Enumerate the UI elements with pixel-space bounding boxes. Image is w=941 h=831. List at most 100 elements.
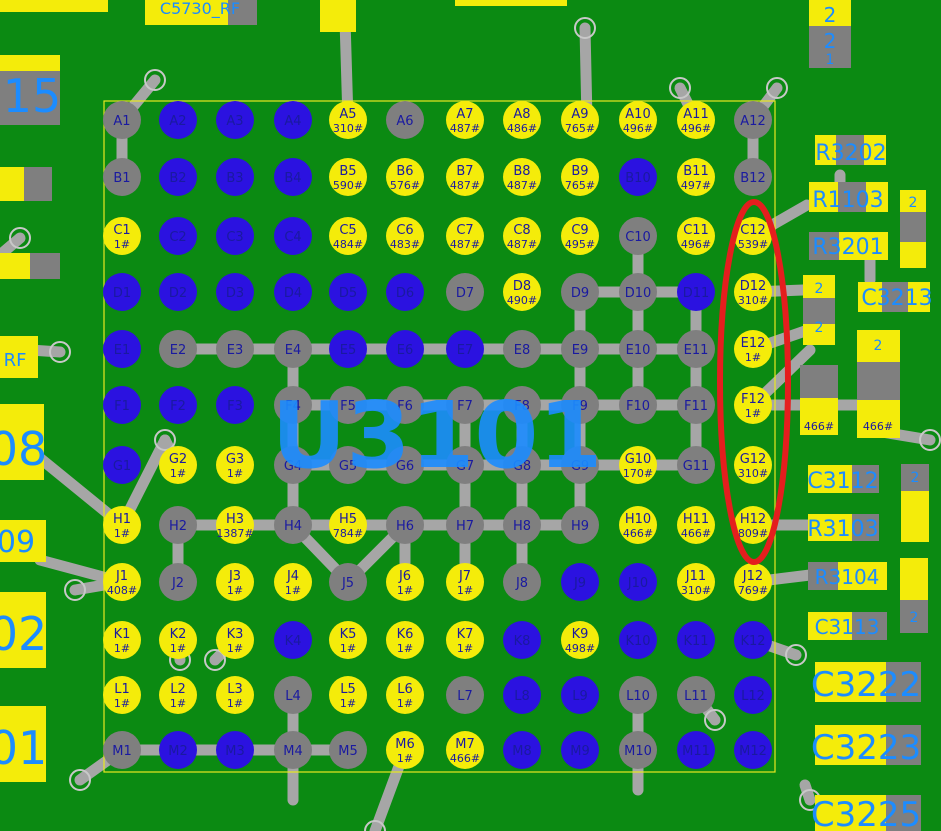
- pad-net-value: 1#: [745, 407, 761, 420]
- bga-pad-l4: [274, 676, 312, 714]
- pad-label: E3: [227, 343, 244, 358]
- pad-label: D11: [683, 286, 710, 301]
- pad-net-value: 1#: [745, 351, 761, 364]
- bga-pad-h3: [216, 506, 254, 544]
- pad-label: F12: [741, 392, 765, 407]
- pad-label: L5: [340, 682, 356, 697]
- pad-label: C5: [339, 223, 356, 238]
- pad-label: E2: [170, 343, 187, 358]
- component-label: 2: [824, 29, 837, 53]
- component-designator: C3113: [815, 615, 880, 639]
- pad-label: M2: [168, 744, 188, 759]
- pad-label: G1: [113, 459, 131, 474]
- bga-pad-g3: [216, 446, 254, 484]
- pad-label: H3: [226, 512, 244, 527]
- bga-pad-l9: [561, 676, 599, 714]
- bga-pad-l5: [329, 676, 367, 714]
- pad-label: E6: [397, 343, 414, 358]
- via-ring: [785, 644, 807, 666]
- bga-pad-c5: [329, 217, 367, 255]
- pad-label: A11: [683, 107, 708, 122]
- pad-net-value: 590#: [333, 179, 363, 192]
- pad-label: K7: [457, 627, 474, 642]
- left-label: 02: [0, 607, 47, 661]
- pad-net-value: 408#: [107, 584, 137, 597]
- pad-label: H8: [513, 519, 531, 534]
- pad-label: D4: [284, 286, 302, 301]
- bga-pad-k9: [561, 621, 599, 659]
- bga-pad-b6: [386, 158, 424, 196]
- left-label: RF: [4, 350, 27, 371]
- pad-label: E8: [514, 343, 531, 358]
- pad-label: K9: [572, 627, 589, 642]
- pad-label: J10: [627, 576, 648, 591]
- component-body: [901, 464, 929, 491]
- pad-label: G11: [683, 459, 710, 474]
- bga-pad-g10: [619, 446, 657, 484]
- bga-pad-b2: [159, 158, 197, 196]
- left-label: 09: [0, 525, 35, 560]
- pad-net-value: 466#: [681, 527, 711, 540]
- bga-pad-c8: [503, 217, 541, 255]
- component-body: [886, 795, 921, 831]
- bga-pad-m1: [103, 731, 141, 769]
- bga-pad-j4: [274, 563, 312, 601]
- pad-label: A1: [113, 114, 130, 129]
- pad-label: J5: [341, 576, 354, 591]
- bga-pad-e11: [677, 330, 715, 368]
- bga-pad-d9: [561, 273, 599, 311]
- via-ring: [704, 709, 726, 731]
- bga-pad-f9: [561, 386, 599, 424]
- component-designator: R3103: [807, 517, 878, 542]
- pad-label: C4: [284, 230, 301, 245]
- pad-label: F8: [514, 399, 530, 414]
- pad-label: G10: [625, 452, 652, 467]
- pad-net-value: 1#: [114, 527, 130, 540]
- pad-net-value: 170#: [623, 467, 653, 480]
- bga-pad-m11: [677, 731, 715, 769]
- pad-label: L9: [572, 689, 588, 704]
- bga-pad-f12: [734, 386, 772, 424]
- bga-pad-c7: [446, 217, 484, 255]
- pad-label: E7: [457, 343, 474, 358]
- pad-label: J8: [515, 576, 528, 591]
- pad-net-value: 498#: [565, 642, 595, 655]
- component-designator: C3225: [811, 795, 921, 831]
- pad-label: F1: [114, 399, 130, 414]
- bga-pad-g11: [677, 446, 715, 484]
- pad-label: F2: [170, 399, 186, 414]
- bga-pad-b7: [446, 158, 484, 196]
- pad-label: D5: [339, 286, 357, 301]
- bga-pad-b1: [103, 158, 141, 196]
- bga-pad-c3: [216, 217, 254, 255]
- bga-pad-d1: [103, 273, 141, 311]
- bga-pad-j7: [446, 563, 484, 601]
- pad-label: H2: [169, 519, 187, 534]
- bga-pad-m2: [159, 731, 197, 769]
- pad-label: B12: [740, 171, 765, 186]
- bga-pad-m5: [329, 731, 367, 769]
- pad-label: F7: [457, 399, 473, 414]
- pad-label: F3: [227, 399, 243, 414]
- bga-pad-e12: [734, 330, 772, 368]
- bga-pad-a4: [274, 101, 312, 139]
- pad-net-value: 496#: [681, 238, 711, 251]
- pad-label: J6: [398, 569, 411, 584]
- bga-pad-f3: [216, 386, 254, 424]
- bga-pad-d5: [329, 273, 367, 311]
- component-label: 2: [910, 610, 919, 626]
- bga-pad-k3: [216, 621, 254, 659]
- via-ring: [9, 227, 31, 249]
- pad-label: F5: [340, 399, 356, 414]
- pad-label: J4: [286, 569, 299, 584]
- pad-net-value: 487#: [507, 179, 537, 192]
- pad-net-value: 483#: [390, 238, 420, 251]
- bga-pad-e9: [561, 330, 599, 368]
- pad-label: M10: [624, 744, 652, 759]
- pad-label: B2: [169, 171, 186, 186]
- bga-pad-c10: [619, 217, 657, 255]
- bga-pad-e2: [159, 330, 197, 368]
- bga-pad-k10: [619, 621, 657, 659]
